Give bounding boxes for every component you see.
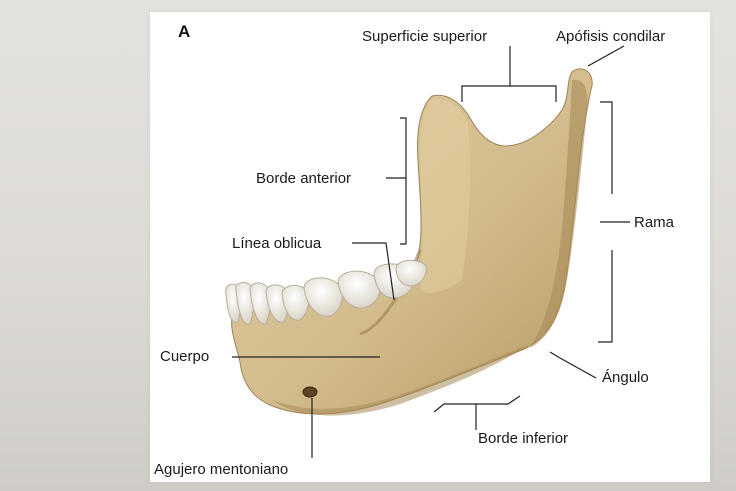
apofisis-condilar-leader bbox=[588, 46, 624, 66]
borde-anterior-bracket bbox=[386, 118, 406, 244]
label-agujero-mentoniano: Agujero mentoniano bbox=[154, 461, 288, 479]
panel-letter: A bbox=[178, 22, 190, 42]
mental-foramen bbox=[303, 387, 317, 397]
rama-bracket bbox=[598, 102, 630, 342]
label-rama: Rama bbox=[634, 214, 674, 232]
label-borde-inferior: Borde inferior bbox=[478, 430, 568, 448]
ramus-shading bbox=[420, 99, 470, 293]
label-cuerpo: Cuerpo bbox=[160, 348, 209, 366]
label-borde-anterior: Borde anterior bbox=[256, 170, 351, 188]
label-superficie-superior: Superficie superior bbox=[362, 28, 487, 46]
angulo-leader bbox=[550, 352, 596, 378]
superficie-superior-bracket bbox=[462, 46, 556, 102]
label-angulo: Ángulo bbox=[602, 369, 649, 387]
label-linea-oblicua: Línea oblicua bbox=[232, 235, 321, 253]
label-apofisis-condilar: Apófisis condilar bbox=[556, 28, 665, 46]
borde-inferior-bracket bbox=[434, 396, 520, 430]
